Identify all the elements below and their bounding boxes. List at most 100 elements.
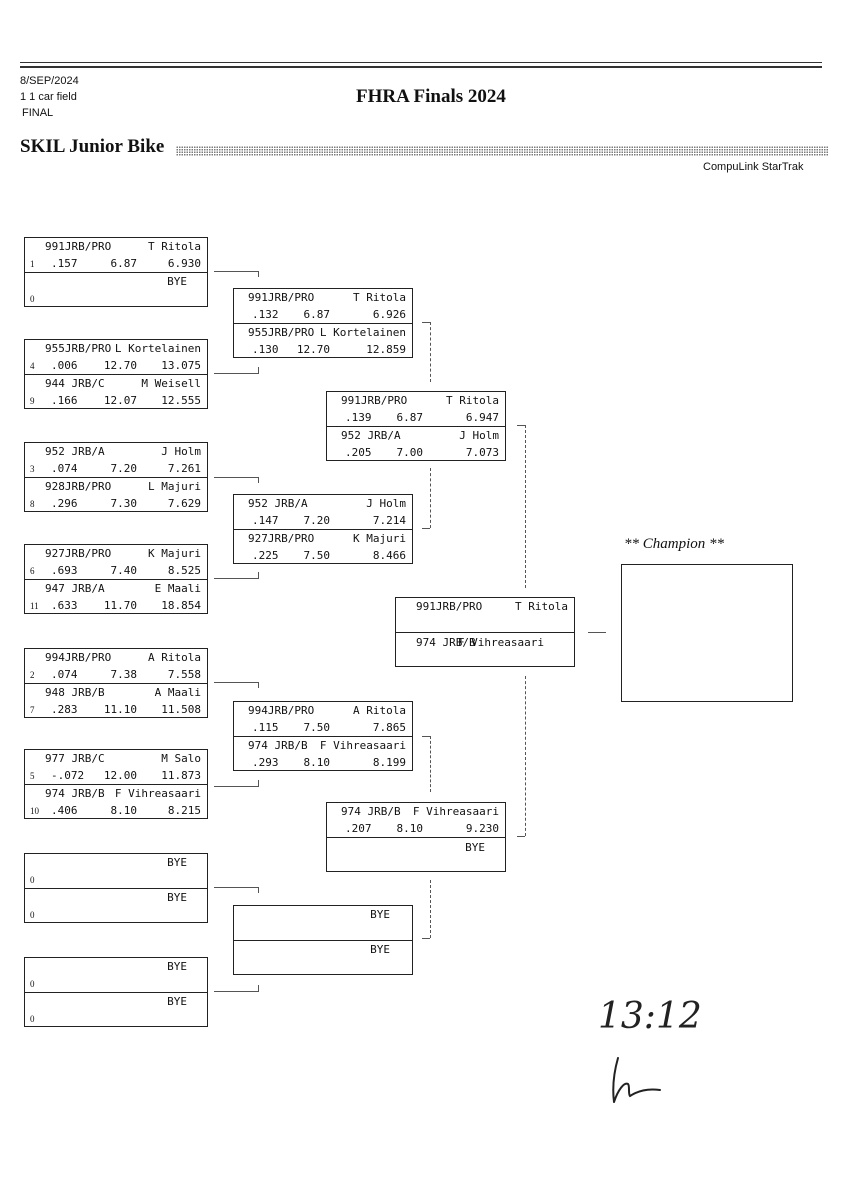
elapsed-time: 8.466 — [372, 549, 406, 562]
dial-in: 6.87 — [110, 257, 138, 270]
bye-label: BYE — [370, 943, 390, 956]
dial-in: 11.10 — [103, 703, 137, 716]
bye-label: BYE — [167, 995, 187, 1008]
reaction-time: .147 — [252, 514, 279, 527]
connector-line — [258, 572, 259, 578]
seed-number: 0 — [30, 979, 35, 989]
reaction-time: .225 — [252, 549, 279, 562]
seed-number: 4 — [30, 361, 35, 371]
driver-name: T Ritola — [446, 394, 499, 407]
reaction-time: .132 — [252, 308, 279, 321]
dial-in: 6.87 — [303, 308, 331, 321]
driver-name: K Majuri — [148, 547, 201, 560]
dial-in: 12.00 — [103, 769, 137, 782]
champion-label: ** Champion ** — [624, 536, 725, 552]
car-class: 974 JRB/B — [341, 805, 401, 818]
dot-leader — [176, 146, 828, 156]
dial-in: 6.87 — [396, 411, 424, 424]
elapsed-time: 6.947 — [465, 411, 499, 424]
connector-line — [258, 367, 259, 373]
connector-line — [517, 836, 525, 837]
driver-name: L Kortelainen — [114, 342, 201, 355]
seed-number: 0 — [30, 875, 35, 885]
car-class: 977 JRB/C — [45, 752, 105, 765]
elapsed-time: 18.854 — [161, 599, 201, 612]
car-class: 952 JRB/A — [45, 445, 105, 458]
driver-name: K Majuri — [353, 532, 406, 545]
car-class: 991JRB/PRO — [45, 240, 112, 253]
racer-slot: BYE 0 — [25, 854, 207, 888]
connector-line — [422, 528, 430, 529]
seed-number: 11 — [30, 601, 39, 611]
elapsed-time: 13.075 — [161, 359, 201, 372]
seed-number: 0 — [30, 294, 35, 304]
elapsed-time: 8.199 — [372, 756, 406, 769]
reaction-time: .207 — [345, 822, 372, 835]
elapsed-time: 7.073 — [465, 446, 499, 459]
dial-in: 7.50 — [303, 721, 331, 734]
driver-name: J Holm — [459, 429, 499, 442]
elapsed-time: 8.215 — [167, 804, 201, 817]
dial-in: 7.30 — [110, 497, 138, 510]
connector-line — [258, 477, 259, 483]
reaction-time: .006 — [51, 359, 78, 372]
dial-in: 11.70 — [103, 599, 137, 612]
seed-number: 9 — [30, 396, 35, 406]
dial-in: 7.20 — [110, 462, 138, 475]
racer-slot: BYE 0 — [25, 992, 207, 1027]
car-class: 947 JRB/A — [45, 582, 105, 595]
reaction-time: .633 — [51, 599, 78, 612]
dial-in: 7.00 — [396, 446, 424, 459]
racer-slot: BYE — [234, 940, 412, 975]
elapsed-time: 11.873 — [161, 769, 201, 782]
reaction-time: .157 — [51, 257, 78, 270]
car-class: 974 JRB/B — [248, 739, 308, 752]
connector-line — [422, 736, 430, 737]
car-class: 991JRB/PRO — [341, 394, 408, 407]
dial-in: 12.07 — [103, 394, 137, 407]
car-class: 991JRB/PRO — [416, 600, 483, 613]
connector-dash — [430, 322, 431, 382]
elapsed-time: 7.558 — [167, 668, 201, 681]
dial-in: 12.70 — [103, 359, 137, 372]
driver-name: T Ritola — [148, 240, 201, 253]
dial-in: 7.20 — [303, 514, 331, 527]
car-class: 927JRB/PRO — [45, 547, 112, 560]
driver-name: F Vihreasaari — [319, 739, 406, 752]
reaction-time: .283 — [51, 703, 78, 716]
bye-label: BYE — [167, 275, 187, 288]
car-class: 991JRB/PRO — [248, 291, 315, 304]
elapsed-time: 8.525 — [167, 564, 201, 577]
seed-number: 0 — [30, 1014, 35, 1024]
driver-name: J Holm — [366, 497, 406, 510]
reaction-time: .693 — [51, 564, 78, 577]
car-class: 952 JRB/A — [341, 429, 401, 442]
car-class: 928JRB/PRO — [45, 480, 112, 493]
connector-dash — [525, 425, 526, 588]
seed-number: 1 — [30, 259, 35, 269]
field-size: 1 1 car field — [20, 91, 77, 103]
driver-name: L Majuri — [148, 480, 201, 493]
car-class: 994JRB/PRO — [45, 651, 112, 664]
seed-number: 0 — [30, 910, 35, 920]
elapsed-time: 7.629 — [167, 497, 201, 510]
reaction-time: .139 — [345, 411, 372, 424]
car-class: 974 JRB/B — [416, 636, 476, 649]
car-class: 927JRB/PRO — [248, 532, 315, 545]
connector-line — [422, 938, 430, 939]
dial-in: 7.50 — [303, 549, 331, 562]
connector-line — [517, 425, 525, 426]
connector-line — [258, 985, 259, 991]
connector-line — [214, 887, 259, 888]
dial-in: 8.10 — [303, 756, 331, 769]
page-title: FHRA Finals 2024 — [356, 86, 506, 107]
